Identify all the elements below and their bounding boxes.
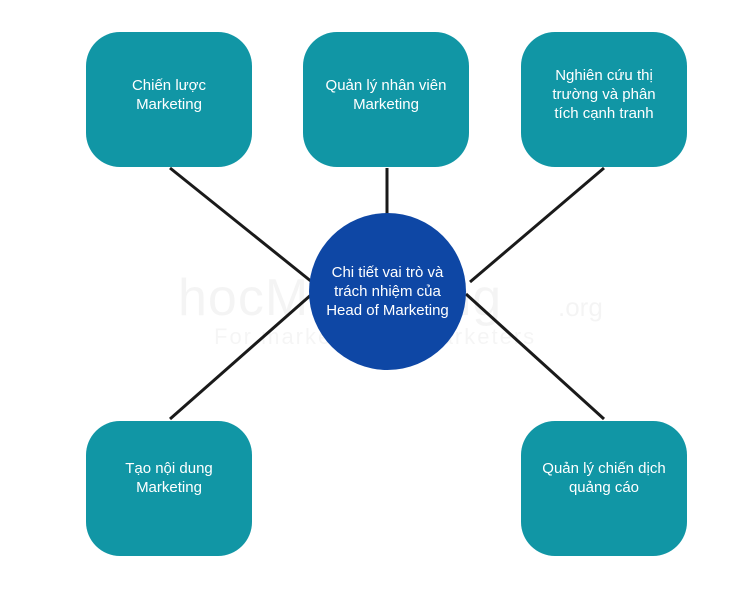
node-label: Quản lý chiến dịch quảng cáo <box>542 459 666 496</box>
node-label: Chiến lược Marketing <box>131 76 207 113</box>
connector-to-tao-noi-dung <box>169 292 313 421</box>
node-quan-ly-nhan-vien-marketing: Quản lý nhân viên Marketing <box>303 32 469 167</box>
node-label: Quản lý nhân viên Marketing <box>325 76 447 113</box>
node-chien-luoc-marketing: Chiến lược Marketing <box>86 32 252 167</box>
node-label: Tạo nội dung Marketing <box>125 459 213 496</box>
node-tao-noi-dung-marketing: Tạo nội dung Marketing <box>86 421 252 556</box>
node-nghien-cuu-thi-truong: Nghiên cứu thị trường và phân tích cạnh … <box>521 32 687 167</box>
connector-to-chien-luoc <box>169 166 313 284</box>
center-node-head-of-marketing: Chi tiết vai trò và trách nhiệm của Head… <box>309 213 466 370</box>
node-quan-ly-chien-dich-quang-cao: Quản lý chiến dịch quảng cáo <box>521 421 687 556</box>
connector-to-nghien-cuu <box>469 166 605 284</box>
node-label: Nghiên cứu thị trường và phân tích cạnh … <box>552 67 656 122</box>
connector-to-quan-ly-chien-dich <box>464 292 606 421</box>
center-node-label: Chi tiết vai trò và trách nhiệm của Head… <box>326 264 449 319</box>
